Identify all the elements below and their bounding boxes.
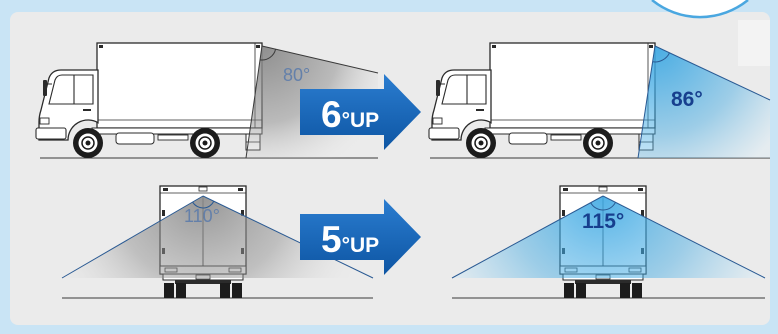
side-view-before-angle-label: 80°: [283, 65, 310, 85]
top-right-highlight-box: [738, 20, 770, 66]
side-view-improvement-suffix: °UP: [342, 109, 380, 132]
rear-view-before-angle-label: 110°: [184, 206, 220, 226]
rear-view-improvement-suffix: °UP: [342, 234, 380, 257]
rear-view-improvement-value: 5: [321, 219, 342, 260]
side-view-after-angle-label: 86°: [671, 88, 703, 111]
side-view-improvement-value: 6: [321, 94, 342, 135]
rear-view-after-angle-label: 115°: [582, 210, 624, 233]
